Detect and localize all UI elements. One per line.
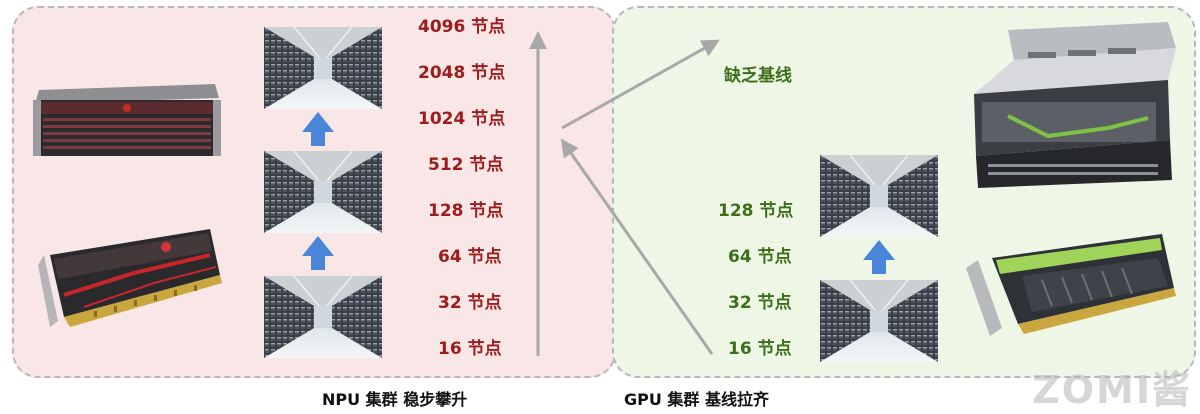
npu-card-icon xyxy=(24,225,224,335)
npu-node-label: 1024 节点 xyxy=(418,109,506,129)
gpu-node-label: 128 节点 xyxy=(718,201,794,221)
watermark: ZOMI酱 xyxy=(1032,368,1192,412)
gpu-server-icon xyxy=(968,20,1178,190)
npu-node-label: 512 节点 xyxy=(428,155,504,175)
gpu-node-label: 16 节点 xyxy=(728,339,792,359)
npu-node-label: 2048 节点 xyxy=(418,63,506,83)
gpu-card-icon xyxy=(962,228,1178,340)
baseline-label: 缺乏基线 xyxy=(724,66,792,86)
datacenter-aisle-icon xyxy=(264,276,382,358)
datacenter-aisle-icon xyxy=(264,27,382,109)
npu-caption: NPU 集群 稳步攀升 xyxy=(322,390,468,409)
npu-node-label: 32 节点 xyxy=(438,293,502,313)
npu-server-icon xyxy=(33,80,221,160)
npu-node-label: 4096 节点 xyxy=(418,17,506,37)
gpu-node-label: 64 节点 xyxy=(728,247,792,267)
datacenter-aisle-icon xyxy=(264,151,382,233)
npu-node-label: 128 节点 xyxy=(428,201,504,221)
gpu-node-label: 32 节点 xyxy=(728,293,792,313)
npu-node-label: 64 节点 xyxy=(438,247,502,267)
datacenter-aisle-icon xyxy=(820,155,938,237)
npu-node-label: 16 节点 xyxy=(438,339,502,359)
datacenter-aisle-icon xyxy=(820,280,938,362)
gpu-caption: GPU 集群 基线拉齐 xyxy=(624,390,769,409)
